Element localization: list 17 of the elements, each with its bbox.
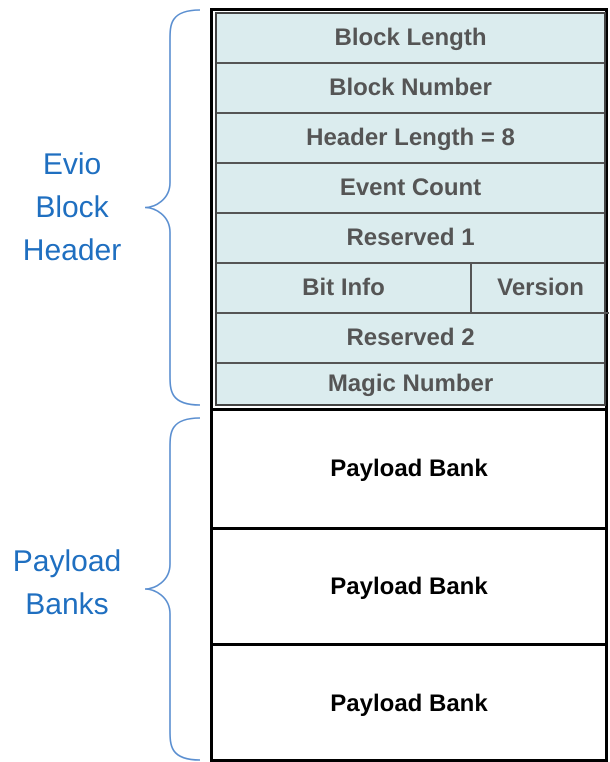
header-panel <box>215 12 606 406</box>
field-label: Reserved 2 <box>346 326 475 350</box>
block-frame <box>210 8 608 762</box>
field-label: Version <box>497 276 584 300</box>
field-label: Payload Bank <box>330 692 488 716</box>
field-label: Magic Number <box>328 372 494 396</box>
field-label: Payload Bank <box>330 457 488 481</box>
field-label: Payload Bank <box>330 574 488 598</box>
group-label: Evio Block Header <box>22 147 122 269</box>
header-field-cell <box>217 264 472 314</box>
field-label: Header Length = 8 <box>306 126 515 150</box>
field-label: Event Count <box>340 176 482 200</box>
field-label: Bit Info <box>302 276 385 300</box>
field-label: Block Length <box>334 26 486 50</box>
group-label: Payload Banks <box>12 544 122 623</box>
field-label: Block Number <box>329 76 492 100</box>
field-label: Reserved 1 <box>346 226 475 250</box>
